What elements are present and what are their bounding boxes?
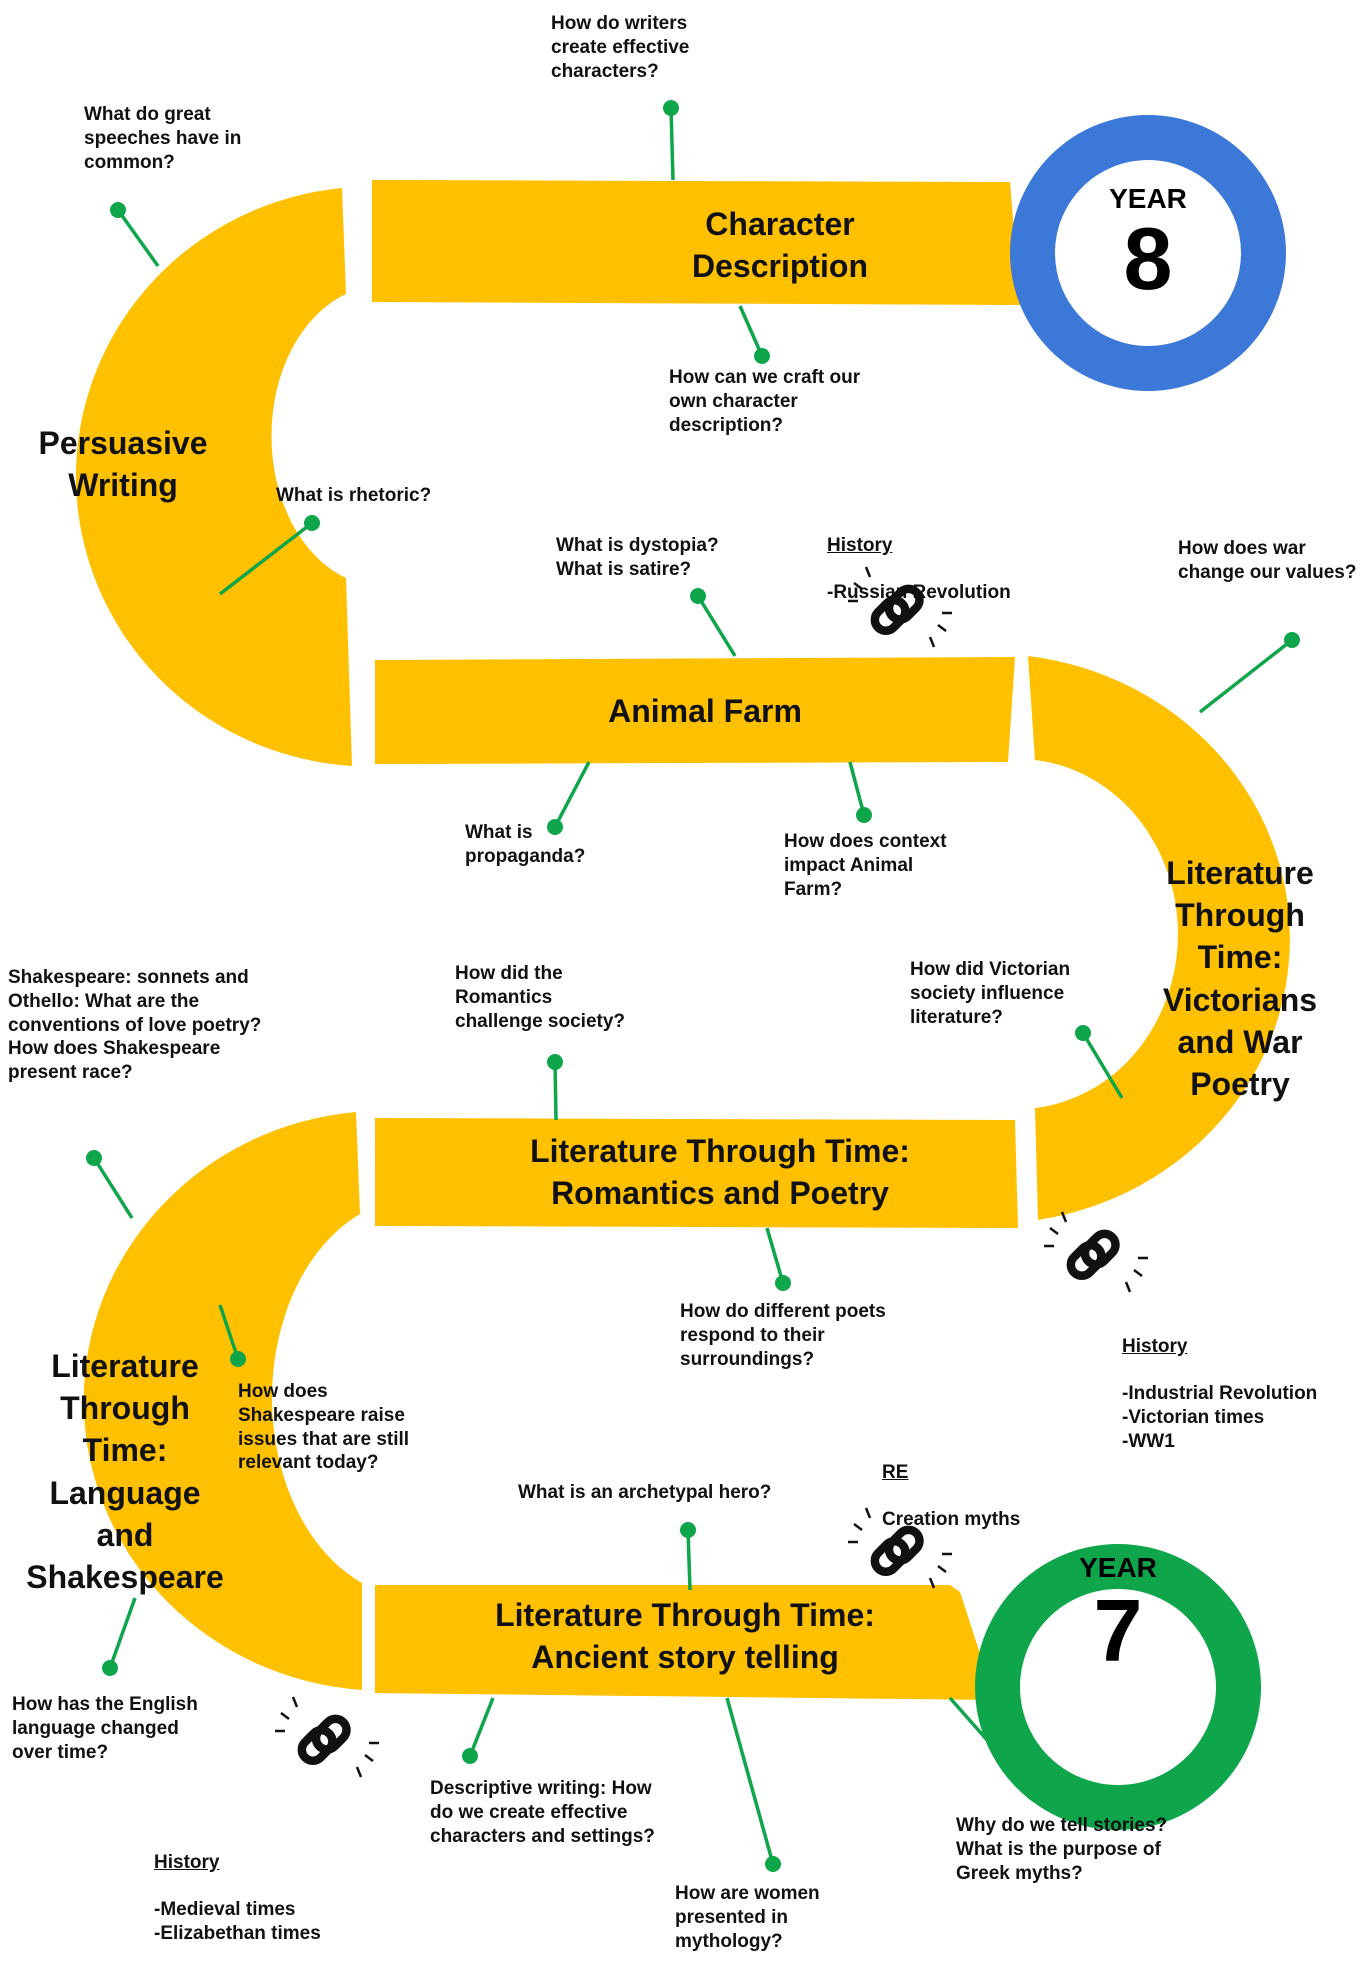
connector-english [102, 1597, 137, 1676]
question-english-language: How has the English language changed ove… [12, 1694, 198, 1763]
question-sonnets-othello: Shakespeare: sonnets and Othello: What a… [8, 967, 262, 1083]
connector-women [725, 1697, 781, 1872]
year8-number: 8 [1123, 209, 1173, 308]
year7-ring [975, 1544, 1261, 1830]
link-note-history-industrial: History -Industrial Revolution -Victoria… [1122, 1311, 1317, 1477]
year7-number: 7 [1093, 1581, 1143, 1680]
connector-speeches [110, 202, 160, 268]
connector-descriptive [462, 1697, 495, 1764]
road-right-curve [1028, 656, 1290, 1220]
topic-animal-farm: Animal Farm [608, 693, 802, 729]
connector-craft [738, 305, 770, 364]
connector-poets [765, 1227, 791, 1291]
question-rhetoric: What is rhetoric? [276, 485, 432, 506]
question-propaganda: What is propaganda? [465, 822, 586, 867]
link-items: -Industrial Revolution -Victorian times … [1122, 1383, 1318, 1452]
connector-rhetoric [218, 515, 320, 596]
road-romantics [375, 1118, 1018, 1228]
connector-archetypal [680, 1522, 696, 1591]
link-items: -Russian Revolution [827, 582, 1011, 604]
question-craft-character: How can we craft our own character descr… [669, 367, 861, 436]
question-shakespeare-issues: How does Shakespeare raise issues that a… [238, 1381, 410, 1474]
link-heading: History [154, 1851, 220, 1873]
road-left-top-curve [75, 188, 352, 766]
question-romantics-society: How did the Romantics challenge society? [455, 963, 626, 1032]
question-context-animal-farm: How does context impact Animal Farm? [784, 831, 947, 900]
chain-link-icon [275, 1697, 379, 1777]
connector-romantics [547, 1054, 563, 1121]
topic-victorians-war-poetry: Literature Through Time: Victorians and … [1162, 855, 1318, 1103]
question-war-values: How does war change our values? [1178, 538, 1357, 583]
question-descriptive-writing: Descriptive writing: How do we create ef… [430, 1778, 655, 1847]
year8-label: YEAR [1109, 183, 1187, 214]
link-items: -Medieval times -Elizabethan times [154, 1899, 321, 1944]
question-victorian-society: How did Victorian society influence lite… [910, 959, 1071, 1028]
question-why-stories: Why do we tell stories? What is the purp… [956, 1815, 1168, 1884]
topic-language-shakespeare: Literature Through Time: Language and Sh… [26, 1348, 224, 1596]
question-poets-surroundings: How do different poets respond to their … [680, 1301, 886, 1370]
topic-ancient: Literature Through Time: Ancient story t… [495, 1597, 875, 1676]
link-heading: History [827, 534, 893, 556]
connector-propaganda [547, 761, 591, 835]
connector-sonnets [86, 1150, 134, 1219]
connector-war [1198, 632, 1300, 714]
year7-label: YEAR [1079, 1552, 1157, 1583]
link-heading: RE [882, 1461, 909, 1483]
connector-writers [663, 100, 679, 181]
link-items: Creation myths [882, 1509, 1021, 1531]
link-heading: History [1122, 1335, 1188, 1357]
link-note-history-medieval: History -Medieval times -Elizabethan tim… [154, 1827, 321, 1965]
question-women-mythology: How are women presented in mythology? [675, 1883, 820, 1952]
road-character-description [372, 180, 1020, 305]
link-note-history-russian: History -Russian Revolution [827, 510, 1011, 629]
connector-shakespeare-issues [218, 1304, 246, 1367]
question-archetypal-hero: What is an archetypal hero? [518, 1482, 772, 1503]
connector-context [848, 761, 872, 823]
connector-stories [948, 1696, 1042, 1801]
topic-persuasive-writing: Persuasive Writing [38, 425, 208, 504]
road-ancient [375, 1585, 995, 1700]
connector-dystopia [690, 588, 737, 657]
chain-link-icon [1044, 1212, 1148, 1292]
link-note-re-creation: RE Creation myths [882, 1437, 1020, 1556]
road-left-bottom-curve [83, 1112, 362, 1690]
road-animal-farm [375, 657, 1015, 764]
question-dystopia-satire: What is dystopia? What is satire? [556, 535, 719, 580]
question-great-speeches: What do great speeches have in common? [84, 104, 242, 173]
topic-romantics: Literature Through Time: Romantics and P… [530, 1133, 910, 1212]
year8-ring [1010, 115, 1286, 391]
connector-victorian [1075, 1025, 1124, 1099]
topic-character-description: Character Description [691, 206, 869, 285]
question-writers-characters: How do writers create effective characte… [551, 13, 690, 82]
